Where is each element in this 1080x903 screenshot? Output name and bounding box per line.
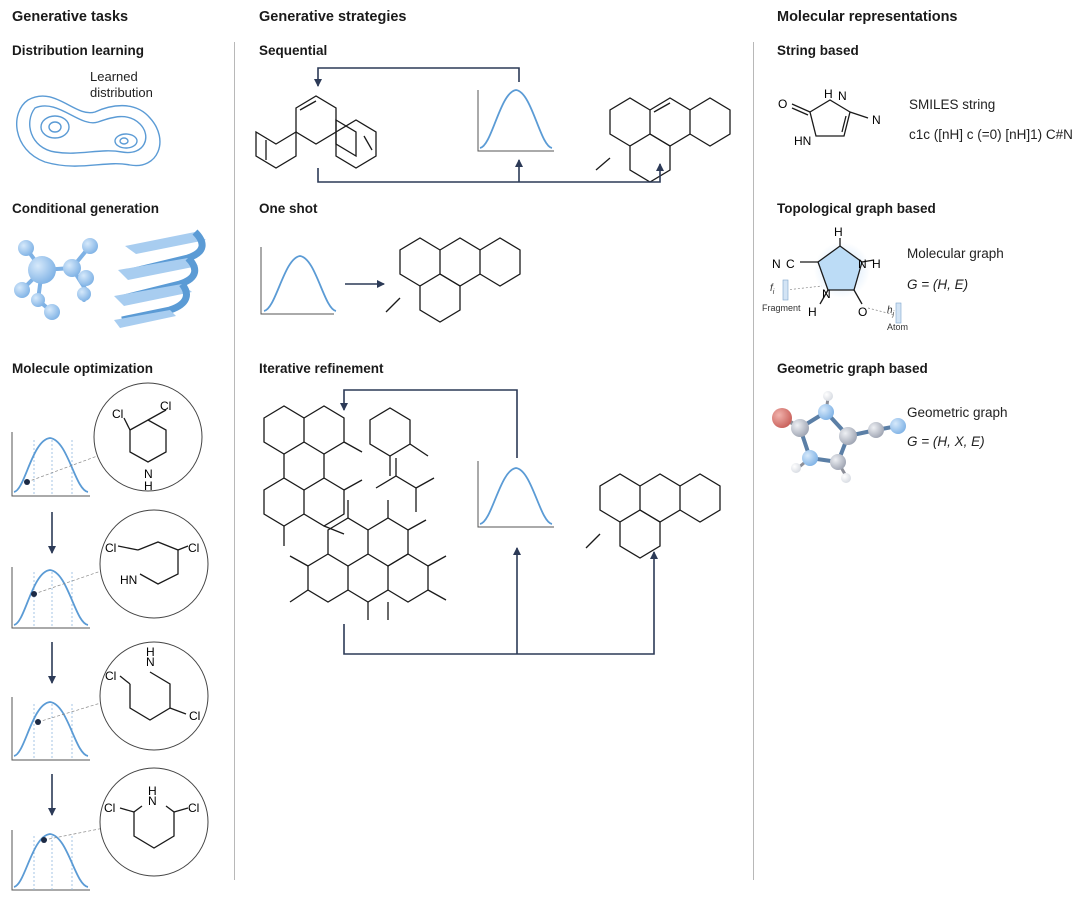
heading-molecule-optimization: Molecule optimization xyxy=(12,361,154,376)
optimization-step-4: Cl Cl N H xyxy=(11,767,209,891)
heading-sequential: Sequential xyxy=(259,43,328,58)
opt4-n: N xyxy=(148,794,157,808)
label-distribution: distribution xyxy=(90,85,153,100)
geometric-graph-formula: G = (H, X, E) xyxy=(907,434,985,449)
one-shot-molecule xyxy=(385,237,521,323)
opt3-cl-right: Cl xyxy=(189,709,200,723)
sequential-molecule-input xyxy=(255,95,377,169)
opt3-h: H xyxy=(146,645,155,659)
iterative-molecule-output xyxy=(585,473,721,559)
topo-h-top: H xyxy=(834,225,843,239)
smiles-hn: HN xyxy=(794,134,811,148)
heading-geometric: Geometric graph based xyxy=(777,361,928,376)
atom-feature: hj xyxy=(887,305,895,318)
heading-string-based: String based xyxy=(777,43,859,58)
topological-molecule: N C H N H N H O xyxy=(772,225,902,324)
sequential-molecule-output xyxy=(595,97,731,183)
molecular-graph-formula: G = (H, E) xyxy=(907,277,969,292)
topo-h-bottom: H xyxy=(808,305,817,319)
fragment-feature: fi xyxy=(770,283,775,296)
topo-n-right: N xyxy=(858,257,867,271)
fragment-label: Fragment xyxy=(762,303,801,313)
opt2-cl-left: Cl xyxy=(105,541,116,555)
one-shot-strategy xyxy=(260,237,521,323)
atom-label: Atom xyxy=(887,322,909,332)
column-title-tasks: Generative tasks xyxy=(12,9,129,25)
optimization-step-3: Cl Cl N H xyxy=(11,641,209,761)
column-title-representations: Molecular representations xyxy=(777,9,958,25)
molecular-graph-label: Molecular graph xyxy=(907,246,1004,261)
heading-iterative-refinement: Iterative refinement xyxy=(259,361,384,376)
smiles-label: SMILES string xyxy=(909,97,996,112)
smiles-n-top: N xyxy=(838,89,847,103)
opt1-n: N xyxy=(144,467,153,481)
geometric-molecule xyxy=(772,391,906,483)
smiles-n-right: N xyxy=(872,113,881,127)
topo-n-left: N xyxy=(772,257,781,271)
opt3-n: N xyxy=(146,655,155,669)
opt4-h: H xyxy=(148,784,157,798)
smiles-o: O xyxy=(778,97,787,111)
opt1-cl-left: Cl xyxy=(112,407,123,421)
opt3-cl-left: Cl xyxy=(105,669,116,683)
heading-distribution-learning: Distribution learning xyxy=(12,43,145,58)
opt1-h: H xyxy=(144,479,153,493)
iterative-molecule-large xyxy=(263,405,447,620)
heading-topological: Topological graph based xyxy=(777,201,936,216)
iterative-molecule-small xyxy=(369,407,429,476)
opt2-cl-right: Cl xyxy=(188,541,199,555)
opt1-cl-right: Cl xyxy=(160,399,171,413)
topo-c: C xyxy=(786,257,795,271)
smiles-h: H xyxy=(824,87,833,101)
contour-distribution xyxy=(16,95,161,167)
conditional-molecule-icon xyxy=(14,238,98,320)
opt4-cl-right: Cl xyxy=(188,801,199,815)
label-learned: Learned xyxy=(90,69,138,84)
protein-helix-icon xyxy=(114,229,206,328)
opt2-hn: HN xyxy=(120,573,137,587)
geometric-graph-label: Geometric graph xyxy=(907,405,1008,420)
heading-conditional-generation: Conditional generation xyxy=(12,201,159,216)
string-molecule: O H N HN N xyxy=(778,87,881,148)
column-divider-left xyxy=(234,42,235,880)
heading-one-shot: One shot xyxy=(259,201,318,216)
topo-o: O xyxy=(858,305,867,319)
iterative-strategy xyxy=(263,389,721,655)
topo-n-bottom: N xyxy=(822,287,831,301)
optimization-step-2: Cl Cl HN xyxy=(11,509,209,629)
optimization-step-1: Cl Cl N H xyxy=(11,382,203,497)
optimization-steps: Cl Cl N H Cl Cl HN xyxy=(11,382,209,891)
sequential-strategy xyxy=(255,67,731,183)
column-divider-right xyxy=(753,42,754,880)
opt4-cl-left: Cl xyxy=(104,801,115,815)
topo-h-right: H xyxy=(872,257,881,271)
column-title-strategies: Generative strategies xyxy=(259,9,407,25)
smiles-value: c1c ([nH] c (=0) [nH]1) C#N xyxy=(909,127,1073,142)
